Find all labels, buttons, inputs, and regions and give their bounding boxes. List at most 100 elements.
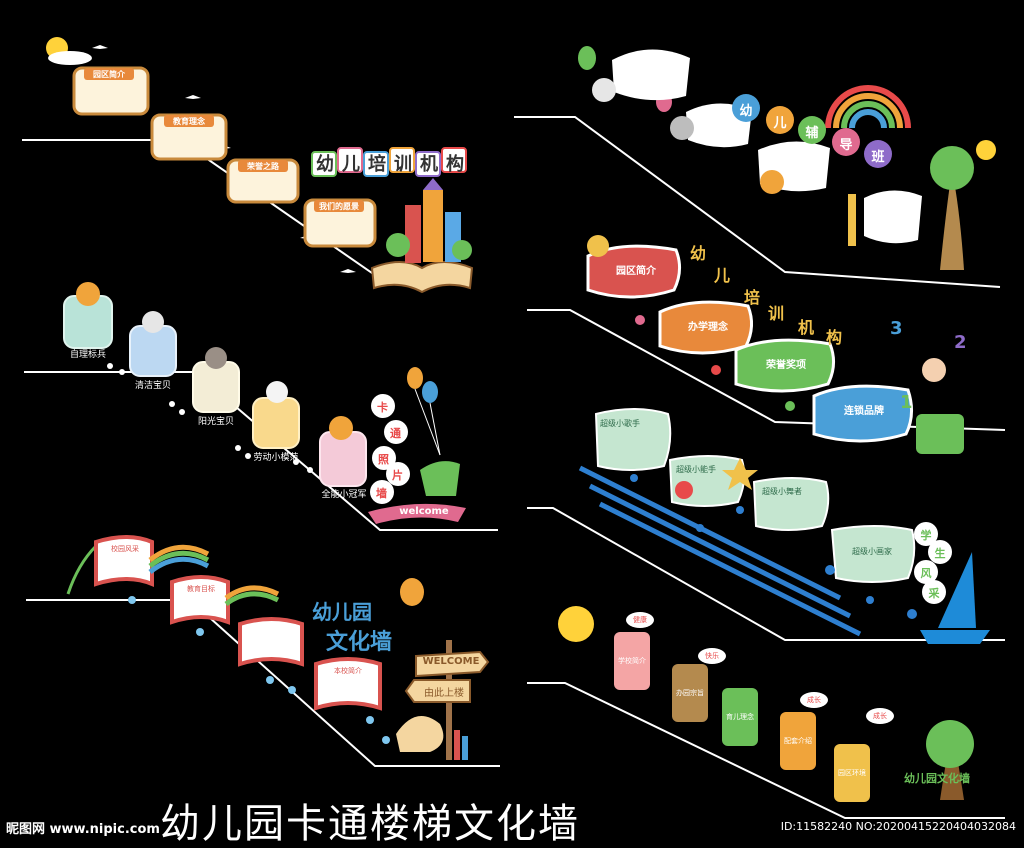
panel6-card-1: 超级小歌手 — [600, 419, 640, 428]
panel-4 — [578, 46, 996, 270]
panel7-cloud-4: 成长 — [873, 712, 887, 720]
panel7-cloud-2: 快乐 — [705, 652, 719, 660]
panel7-cloud-3: 成长 — [807, 696, 821, 704]
heading-tiles — [311, 147, 467, 177]
panel4-title-2: 儿 — [773, 116, 787, 131]
panel5-bubble-2: 办学理念 — [688, 322, 728, 333]
panel5-num-3: 3 — [890, 318, 903, 339]
panel-5 — [586, 235, 964, 454]
image-id-text: ID:11582240 NO:20200415220404032084 — [780, 820, 1016, 833]
paw-prints — [107, 363, 313, 473]
panel6-card-4: 超级小画家 — [852, 547, 892, 556]
sign-sub-board — [404, 679, 471, 703]
cat-icon — [329, 416, 353, 440]
panel6-vt-4: 采 — [928, 587, 940, 600]
cloud-card-1 — [612, 49, 690, 101]
fox-icon — [76, 282, 100, 306]
card-school — [614, 632, 650, 690]
sun-face-icon — [558, 606, 594, 642]
tree-trunk — [940, 170, 964, 270]
panel4-title-5: 班 — [871, 150, 885, 165]
panel3-sign-welcome: WELCOME — [422, 656, 480, 667]
mouse-icon — [205, 347, 227, 369]
bubble-4 — [812, 384, 913, 443]
tree-canopy — [930, 146, 974, 190]
panel5-bubble-3: 荣誉奖项 — [766, 360, 806, 371]
watermark: 昵图网 www.nipic.com — [6, 822, 160, 837]
zebra-icon — [266, 381, 288, 403]
bubbles — [630, 474, 917, 619]
panel7-card-2: 办园宗旨 — [676, 689, 704, 697]
card-3 — [226, 158, 300, 204]
clouds — [626, 612, 894, 724]
panel-7 — [558, 606, 974, 802]
panel3-title-2: 文化墙 — [326, 630, 393, 655]
card-parenting — [722, 688, 758, 746]
crab-icon — [675, 481, 693, 499]
panel5-heading-4: 训 — [768, 304, 785, 323]
card-1 — [72, 66, 150, 116]
panel5-heading-1: 幼 — [690, 244, 707, 263]
welcome-ribbon — [368, 503, 466, 524]
panel3-title-1: 幼儿园 — [312, 600, 372, 624]
book-1 — [94, 535, 154, 587]
panel2-label-5: 全能小冠军 — [321, 490, 367, 500]
starfish-icon — [722, 458, 758, 490]
panel6-vt-1: 学 — [920, 529, 932, 542]
mushroom-house-icon — [396, 716, 444, 752]
vertical-title-circles — [914, 522, 952, 604]
cloud-card-4 — [864, 190, 922, 244]
sign-welcome-board — [415, 650, 490, 678]
panel7-tree-text: 幼儿园文化墙 — [904, 772, 970, 785]
lion-icon — [760, 170, 784, 194]
panel2-vt-5: 墙 — [376, 487, 387, 500]
panel5-heading-3: 培 — [744, 288, 761, 307]
crocodile-icon — [420, 461, 460, 496]
panel5-heading-5: 机 — [798, 318, 815, 337]
panel1-card-title-3: 荣誉之路 — [247, 162, 279, 171]
panel2-label-2: 清洁宝贝 — [134, 381, 171, 391]
sailboat-hull — [920, 630, 990, 644]
vertical-title-bubbles — [370, 394, 410, 504]
panel1-card-title-1: 园区简介 — [93, 70, 125, 79]
panel3-book-2: 教育目标 — [187, 585, 215, 593]
panel3-book-1: 校园风采 — [111, 545, 139, 553]
panel-3 — [66, 535, 490, 760]
sailboat-sail — [938, 552, 976, 628]
panel2-vt-2: 通 — [390, 427, 401, 440]
giraffe-icon — [848, 194, 856, 246]
card-4 — [303, 198, 377, 248]
panel3-sign-sub: 由此上楼 — [424, 688, 464, 699]
panel7-card-5: 园区环境 — [838, 769, 866, 777]
panel3-book-4: 本校简介 — [334, 667, 362, 675]
panel2-vt-1: 卡 — [377, 401, 388, 414]
panel5-heading-6: 构 — [826, 328, 843, 347]
panel2-label-3: 阳光宝贝 — [197, 417, 234, 427]
seal-icon — [142, 311, 164, 333]
sheep-icon — [670, 116, 694, 140]
panel5-bubble-1: 园区简介 — [616, 266, 656, 277]
balloons — [407, 367, 441, 456]
panel4-title-3: 辅 — [805, 126, 819, 141]
boy-icon — [922, 358, 946, 382]
tree-canopy — [926, 720, 974, 768]
panel2-vt-3: 照 — [378, 453, 389, 466]
title-circles — [732, 94, 892, 168]
bubble-1 — [586, 244, 681, 299]
card-painter — [830, 525, 916, 583]
panel1-card-title-4: 我们的愿景 — [319, 202, 359, 211]
card-environment — [834, 744, 870, 802]
panel6-card-2: 超级小能手 — [676, 465, 716, 474]
panel2-label-4: 劳动小模范 — [253, 453, 299, 463]
music-block-icon — [916, 414, 964, 454]
hot-air-balloon-icon — [400, 578, 424, 606]
panel1-heading: 幼儿培训机构 — [316, 154, 472, 175]
card-facilities — [780, 712, 816, 770]
panel2-vt-4: 片 — [392, 469, 403, 482]
panel7-card-3: 育儿理念 — [726, 713, 754, 721]
panel7-cloud-1: 健康 — [633, 616, 647, 624]
panel4-title-1: 幼 — [739, 104, 753, 119]
